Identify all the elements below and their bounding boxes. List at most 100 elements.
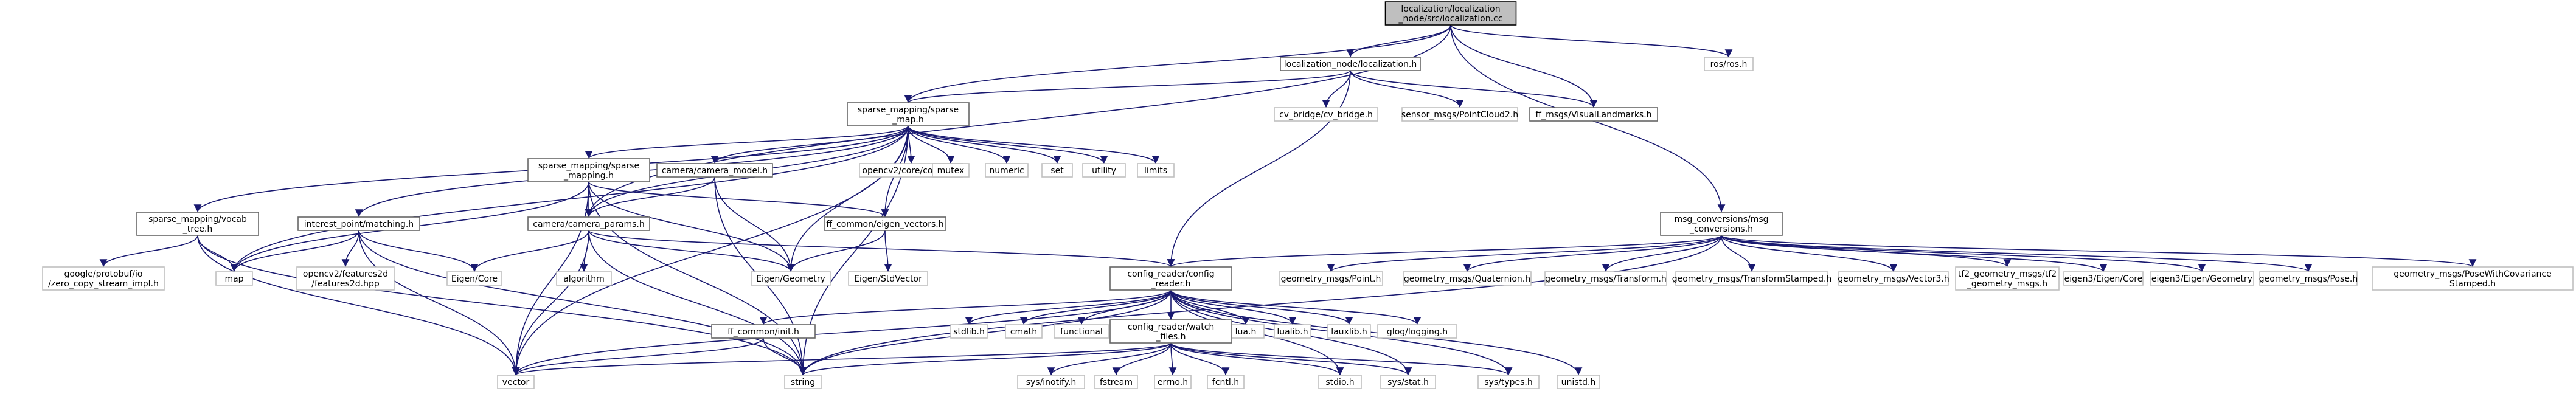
node-label: _map.h <box>892 115 923 125</box>
node-glog: glog/logging.h <box>1377 324 1457 339</box>
edge-watch-to-vector <box>512 342 1172 376</box>
node-label: fcntl.h <box>1212 378 1239 387</box>
node-vis-lm[interactable]: ff_msgs/VisualLandmarks.h <box>1529 107 1658 122</box>
edge-cam_params-to-cfg_reader <box>588 230 1175 268</box>
edge-cam_model-to-eigen_geom_inc <box>714 176 795 272</box>
edge-ipm-to-ocv_f2d <box>341 230 359 268</box>
node-cam-params[interactable]: camera/camera_params.h <box>527 216 650 231</box>
node-mutex: mutex <box>932 163 970 178</box>
edge-msg_conv-to-gm_tfs <box>1721 235 1756 272</box>
node-label: eigen3/Eigen/Core <box>2064 274 2143 284</box>
edge-watch-to-fstream <box>1112 342 1172 376</box>
node-gm-point: geometry_msgs/Point.h <box>1279 271 1383 286</box>
node-label: _mapping.h <box>563 171 614 181</box>
node-eigen-stdvec: Eigen/StdVector <box>848 271 928 286</box>
node-watch[interactable]: config_reader/watch_files.h <box>1109 319 1232 344</box>
edge-vocab-to-vector <box>197 235 520 376</box>
node-tf2: tf2_geometry_msgs/tf2_geometry_msgs.h <box>1955 266 2060 291</box>
node-numeric: numeric <box>985 163 1029 178</box>
edge-watch-to-types <box>1170 342 1513 376</box>
node-label: geometry_msgs/Vector3.h <box>1838 274 1949 284</box>
node-types: sys/types.h <box>1477 375 1540 389</box>
node-label: ros/ros.h <box>1710 60 1748 69</box>
node-label: stdio.h <box>1325 378 1354 387</box>
node-cv-bridge: cv_bridge/cv_bridge.h <box>1274 107 1378 122</box>
node-label: cmath <box>1010 327 1037 337</box>
node-label: geometry_msgs/Quaternion.h <box>1404 274 1530 284</box>
node-label: localization_node/localization.h <box>1284 60 1417 69</box>
edge-root-to-sparse <box>904 24 1451 103</box>
node-label: msg_conversions/msg <box>1674 215 1768 224</box>
edge-cfg_reader-to-lauxlib <box>1170 289 1353 325</box>
edge-msg_conv-to-cfg_reader <box>1167 235 1722 268</box>
node-root[interactable]: localization/localization_node/src/local… <box>1384 1 1517 26</box>
nodes-layer: localization/localization_node/src/local… <box>42 1 2574 389</box>
edge-ffc_eigen-to-eigen_stdvec <box>884 230 892 272</box>
edge-sparse-to-limits <box>908 125 1160 164</box>
node-label: ff_msgs/VisualLandmarks.h <box>1535 110 1651 120</box>
node-label: geometry_msgs/Transform.h <box>1545 274 1667 284</box>
edge-vocab-to-protobuf <box>99 235 198 268</box>
node-label: map <box>224 274 243 284</box>
node-stdlib: stdlib.h <box>950 324 988 339</box>
node-label: algorithm <box>563 274 605 284</box>
edge-cam_params-to-string <box>588 230 807 376</box>
node-sparse[interactable]: sparse_mapping/sparse_map.h <box>847 102 970 126</box>
node-ipm[interactable]: interest_point/matching.h <box>297 216 420 231</box>
node-cam-model[interactable]: camera/camera_model.h <box>656 163 773 178</box>
node-label: ff_common/init.h <box>727 327 799 337</box>
node-label: Eigen/Geometry <box>756 274 825 284</box>
node-loc-h[interactable]: localization_node/localization.h <box>1280 57 1421 71</box>
edge-cam_model-to-cam_params <box>585 176 715 218</box>
edge-vocab-to-map <box>197 235 238 272</box>
node-label: _reader.h <box>1151 279 1191 289</box>
edge-msg_conv-to-gm_pwcs <box>1721 235 2476 268</box>
edge-loc_h-to-cv_bridge <box>1322 70 1351 108</box>
edge-msg_conv-to-gm_pose <box>1721 235 2312 272</box>
node-pc2: sensor_msgs/PointCloud2.h <box>1401 107 1518 122</box>
edge-loc_h-to-pc2 <box>1350 70 1464 108</box>
edge-sparse-to-cam_model <box>710 125 909 164</box>
node-ocv-f2d: opencv2/features2d/features2d.hpp <box>296 266 395 291</box>
node-label: lualib.h <box>1277 327 1308 337</box>
node-label: sys/types.h <box>1484 378 1532 387</box>
node-label: Stamped.h <box>2449 279 2496 289</box>
node-fcntl: fcntl.h <box>1207 375 1245 389</box>
node-label: camera/camera_model.h <box>662 166 768 176</box>
node-label: _files.h <box>1156 332 1186 342</box>
node-ffc-eigen[interactable]: ff_common/eigen_vectors.h <box>824 216 946 231</box>
node-gm-tf: geometry_msgs/Transform.h <box>1544 271 1667 286</box>
node-label: mutex <box>937 166 965 176</box>
node-msg-conv[interactable]: msg_conversions/msg_conversions.h <box>1660 212 1783 236</box>
node-eigen3-core: eigen3/Eigen/Core <box>2063 271 2144 286</box>
node-cmath: cmath <box>1005 324 1043 339</box>
node-eigen-geom-inc: Eigen/Geometry <box>751 271 831 286</box>
node-vector: vector <box>497 375 535 389</box>
node-label: sparse_mapping/sparse <box>858 105 959 115</box>
edge-ipm-to-string <box>358 230 807 376</box>
node-label: set <box>1050 166 1064 176</box>
node-unistd: unistd.h <box>1557 375 1600 389</box>
node-label: _node/src/localization.cc <box>1398 14 1503 24</box>
node-gm-vec3: geometry_msgs/Vector3.h <box>1838 271 1949 286</box>
node-stat: sys/stat.h <box>1380 375 1436 389</box>
node-vocab[interactable]: sparse_mapping/vocab_tree.h <box>136 212 259 236</box>
edge-sparse-to-map <box>230 125 909 272</box>
node-label: config_reader/watch <box>1128 322 1215 332</box>
node-sm-sm[interactable]: sparse_mapping/sparse_mapping.h <box>527 158 650 182</box>
node-ffc-init[interactable]: ff_common/init.h <box>711 324 816 339</box>
node-label: fstream <box>1100 378 1133 387</box>
edge-sm_sm-to-eigen_geom_inc <box>588 181 795 272</box>
edge-cfg_reader-to-lualib <box>1170 289 1297 325</box>
edge-loc_h-to-sparse <box>904 70 1351 103</box>
node-label: google/protobuf/io <box>64 269 143 279</box>
node-label: unistd.h <box>1561 378 1596 387</box>
node-label: geometry_msgs/TransformStamped.h <box>1672 274 1832 284</box>
node-label: sys/inotify.h <box>1026 378 1077 387</box>
edge-loc_h-to-cfg_reader <box>1167 70 1351 268</box>
node-gm-pose: geometry_msgs/Pose.h <box>2259 271 2358 286</box>
node-label: Eigen/StdVector <box>854 274 922 284</box>
edge-root-to-loc_h <box>1346 24 1451 58</box>
node-cfg-reader[interactable]: config_reader/config_reader.h <box>1109 266 1232 291</box>
node-label: geometry_msgs/Point.h <box>1281 274 1381 284</box>
